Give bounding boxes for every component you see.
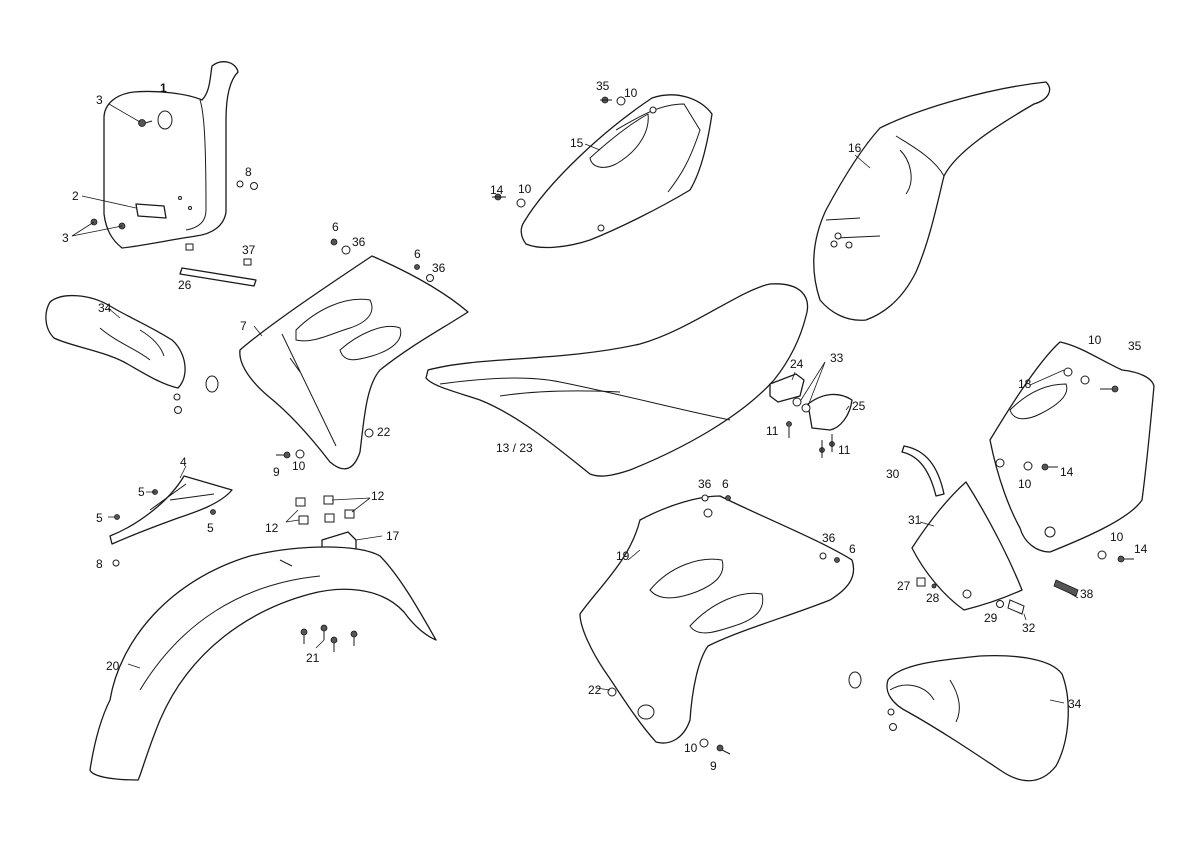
callout-34: 34 — [98, 301, 112, 315]
callout-14: 14 — [1060, 465, 1074, 479]
callout-6: 6 — [332, 220, 339, 234]
callout-6: 6 — [414, 247, 421, 261]
callout-13-23: 13 / 23 — [496, 441, 533, 455]
screws-19 — [699, 494, 840, 755]
callout-27: 27 — [897, 579, 911, 593]
part-handguard-right — [848, 654, 1069, 782]
part-radiator-shroud-right — [579, 495, 855, 744]
callout-16: 16 — [848, 141, 862, 155]
callout-30: 30 — [886, 467, 900, 481]
part-front-fender — [89, 546, 437, 781]
callout-22: 22 — [377, 425, 391, 439]
callout-3: 3 — [96, 93, 103, 107]
part-rear-fender — [813, 81, 1051, 321]
nut-8 — [112, 180, 258, 567]
callout-36: 36 — [822, 531, 836, 545]
grommets-12 — [295, 495, 355, 525]
callout-3: 3 — [62, 231, 69, 245]
callout-5: 5 — [96, 511, 103, 525]
callout-10: 10 — [624, 86, 638, 100]
part-seat — [425, 283, 808, 477]
callout-29: 29 — [984, 611, 998, 625]
screws-21 — [300, 624, 358, 652]
callout-17: 17 — [386, 529, 400, 543]
screws-18 — [1023, 375, 1134, 563]
callout-6: 6 — [849, 542, 856, 556]
callout-10: 10 — [1088, 333, 1102, 347]
callout-35: 35 — [596, 79, 610, 93]
leader-lines — [71, 103, 1079, 704]
callout-14: 14 — [490, 183, 504, 197]
callout-35: 35 — [1128, 339, 1142, 353]
callout-7: 7 — [240, 319, 247, 333]
callout-4: 4 — [180, 455, 187, 469]
screws-6-36-left — [276, 238, 434, 459]
callout-2: 2 — [72, 189, 79, 203]
callout-37: 37 — [242, 243, 256, 257]
callout-8: 8 — [245, 165, 252, 179]
part-cover-31 — [911, 481, 1023, 611]
callout-11: 11 — [838, 443, 851, 457]
callout-8: 8 — [96, 557, 103, 571]
callout-11: 11 — [766, 424, 779, 438]
callout-21: 21 — [306, 651, 320, 665]
callout-1: 1 — [160, 81, 167, 95]
part-bracket-4 — [109, 475, 233, 545]
part-strap-26 — [179, 267, 257, 287]
callout-10: 10 — [684, 741, 698, 755]
callout-labels: 1 3 2 3 8 37 26 34 7 6 36 6 36 22 10 9 4… — [62, 79, 1148, 773]
part-side-panel-15 — [520, 94, 713, 249]
callout-20: 20 — [106, 659, 120, 673]
callout-26: 26 — [178, 278, 192, 292]
callout-25: 25 — [852, 399, 866, 413]
callout-10: 10 — [518, 182, 532, 196]
callout-12: 12 — [371, 489, 385, 503]
callout-28: 28 — [926, 591, 940, 605]
callout-18: 18 — [1018, 377, 1032, 391]
parts-27-28-29-32-38 — [916, 577, 1079, 615]
callout-5: 5 — [138, 485, 145, 499]
callout-5: 5 — [207, 521, 214, 535]
part-seat-brackets — [769, 373, 853, 458]
callout-9: 9 — [710, 759, 717, 773]
part-radiator-shroud-left — [239, 255, 469, 470]
callout-19: 19 — [616, 549, 630, 563]
callout-12: 12 — [265, 521, 279, 535]
part-side-panel-18 — [989, 341, 1155, 553]
part-plate-bracket — [135, 203, 167, 219]
callout-36: 36 — [432, 261, 446, 275]
screws-15 — [492, 96, 626, 208]
part-front-number-plate — [103, 61, 239, 249]
callout-10: 10 — [292, 459, 306, 473]
callout-33: 33 — [830, 351, 844, 365]
nut-37 — [243, 258, 252, 266]
part-hose-30 — [901, 445, 945, 497]
callout-32: 32 — [1022, 621, 1036, 635]
callout-22: 22 — [588, 683, 602, 697]
callout-36: 36 — [698, 477, 712, 491]
callout-15: 15 — [570, 136, 584, 150]
callout-14: 14 — [1134, 542, 1148, 556]
callout-36: 36 — [352, 235, 366, 249]
callout-10: 10 — [1110, 530, 1124, 544]
callout-34: 34 — [1068, 697, 1082, 711]
callout-9: 9 — [273, 465, 280, 479]
callout-24: 24 — [790, 357, 804, 371]
callout-38: 38 — [1080, 587, 1094, 601]
part-handguard-left — [45, 294, 219, 414]
callout-31: 31 — [908, 513, 922, 527]
callout-10: 10 — [1018, 477, 1032, 491]
callout-6: 6 — [722, 477, 729, 491]
